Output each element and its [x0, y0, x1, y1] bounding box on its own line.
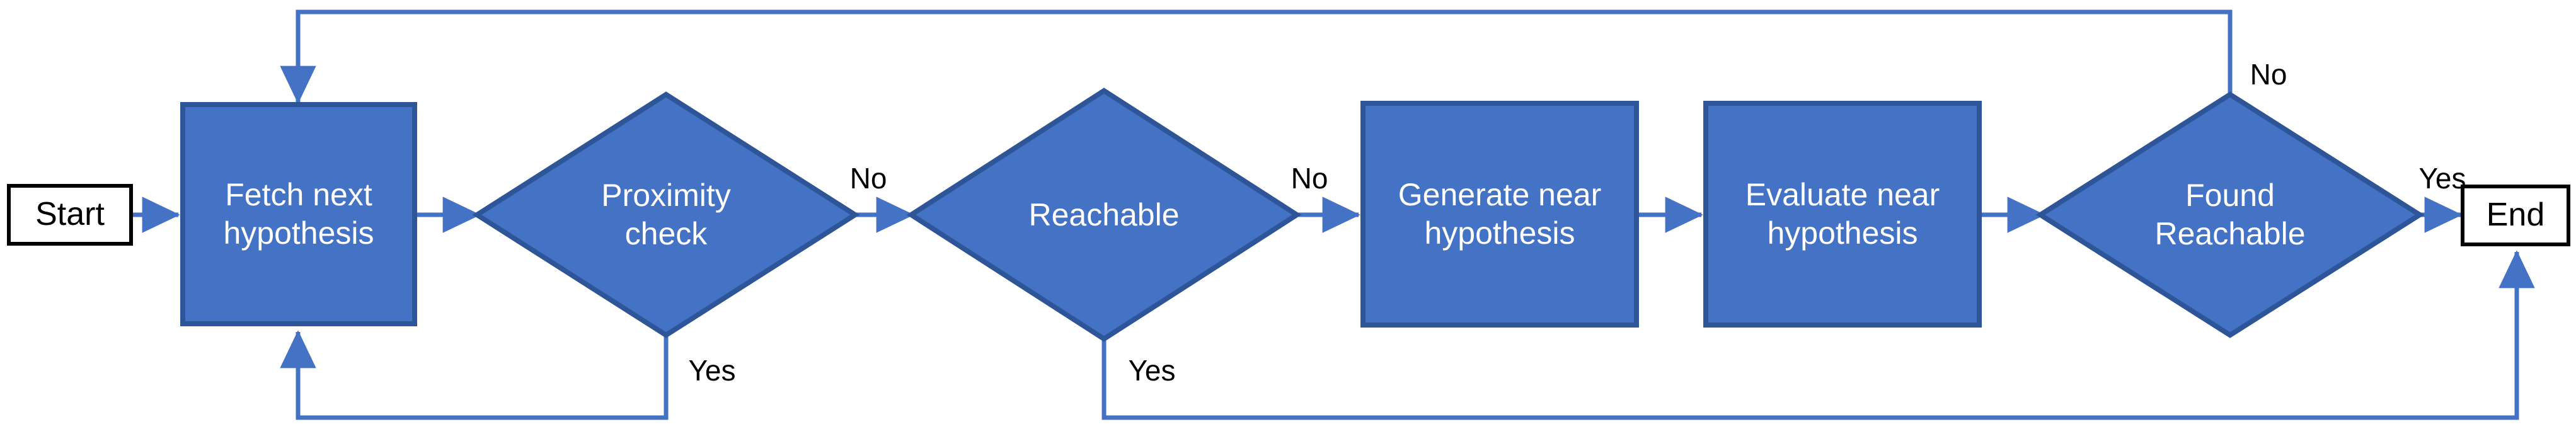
node-reachable[interactable]	[906, 88, 1302, 342]
edge-label-reachable-yes: Yes	[1128, 354, 1176, 387]
node-evaluate-near-hypothesis[interactable]	[1703, 101, 1982, 328]
edge-label-proximity-yes: Yes	[688, 354, 736, 387]
connector-group	[132, 9, 2535, 420]
edge-label-proximity-no: No	[849, 162, 887, 195]
edge-reachable-yes-loop-to-end	[1101, 250, 2535, 420]
node-start[interactable]	[7, 184, 133, 246]
edge-found-no-loop-to-fetch	[280, 9, 2233, 108]
node-proximity-check[interactable]	[472, 91, 860, 338]
edge-label-found-yes: Yes	[2418, 162, 2466, 195]
edge-label-found-no: No	[2250, 58, 2287, 91]
edge-proximity-yes-loop-to-fetch	[280, 321, 669, 420]
node-generate-near-hypothesis[interactable]	[1360, 101, 1639, 328]
node-found-reachable[interactable]	[2035, 91, 2425, 338]
edge-label-reachable-no: No	[1291, 162, 1328, 195]
node-end[interactable]	[2461, 185, 2570, 246]
node-fetch-next-hypothesis[interactable]	[180, 102, 417, 326]
